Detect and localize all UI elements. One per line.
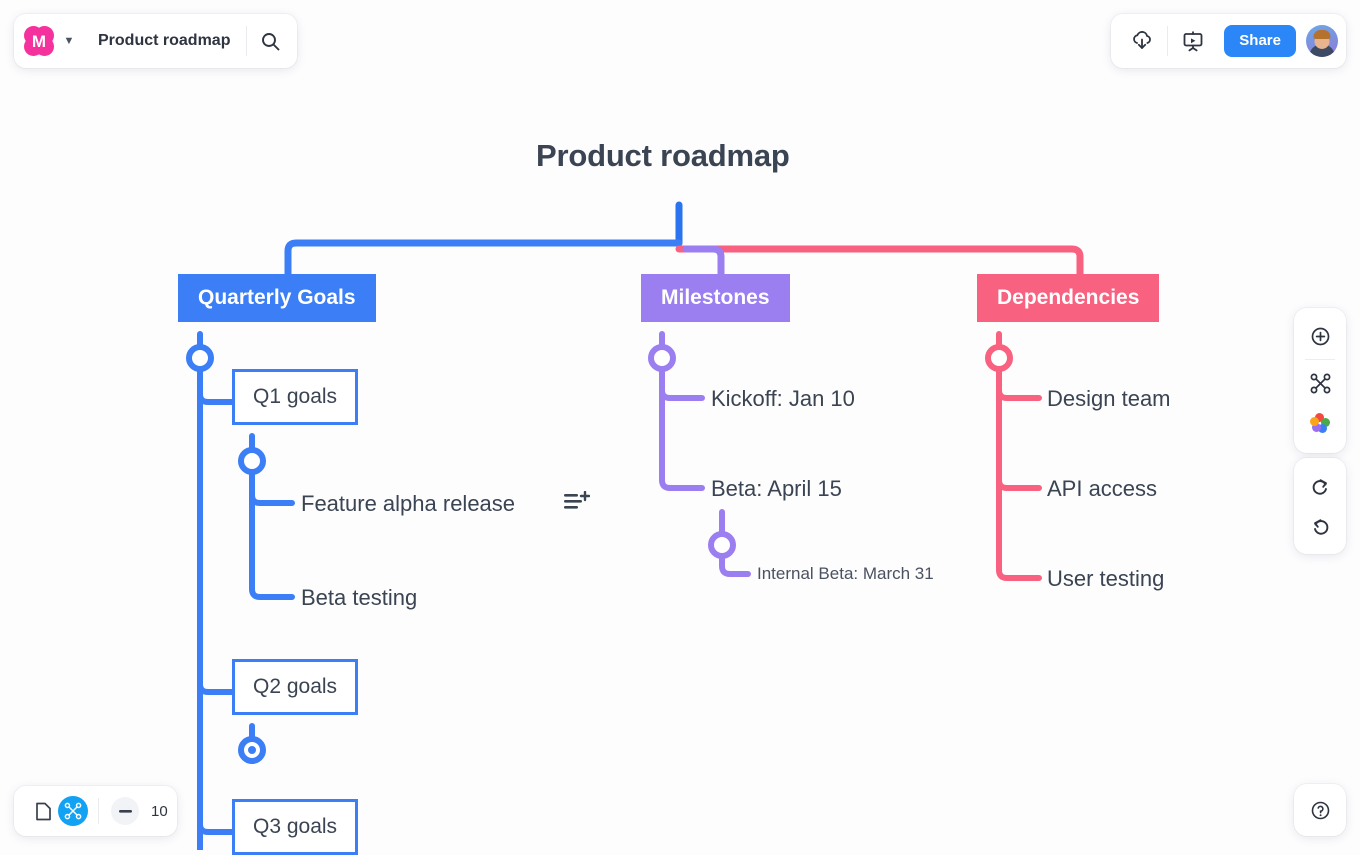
node-beta-testing[interactable]: Beta testing: [301, 585, 418, 610]
node-api-access[interactable]: API access: [1047, 476, 1158, 501]
app-toolbar: M ▼ Product roadmap: [14, 14, 298, 68]
branch-node-dependencies[interactable]: Dependencies: [977, 274, 1160, 323]
search-icon[interactable]: [247, 18, 293, 64]
collapse-toggle-dependencies[interactable]: [985, 344, 1013, 372]
right-toolbar-history: [1294, 458, 1346, 554]
divider: [1305, 359, 1335, 360]
undo-arrow-icon[interactable]: [1300, 506, 1340, 546]
zoom-level-value[interactable]: 10: [151, 802, 168, 820]
collapse-toggle-beta-april[interactable]: [708, 531, 736, 559]
node-q3-goals[interactable]: Q3 goals: [232, 799, 359, 855]
divider: [246, 26, 248, 56]
node-feature-alpha-release[interactable]: Feature alpha release: [301, 491, 516, 516]
top-right-toolbar: Share: [1111, 14, 1346, 68]
plus-circle-icon[interactable]: [1300, 316, 1340, 356]
mindmap-node-icon[interactable]: [58, 796, 88, 826]
logo-letter: M: [31, 31, 47, 51]
node-design-team[interactable]: Design team: [1047, 386, 1171, 411]
add-note-icon[interactable]: [564, 491, 590, 513]
page-outline-icon[interactable]: [28, 796, 58, 826]
presentation-play-icon[interactable]: [1170, 18, 1216, 64]
node-user-testing[interactable]: User testing: [1047, 566, 1165, 591]
cloud-download-icon[interactable]: [1119, 18, 1165, 64]
node-internal-beta-march-31[interactable]: Internal Beta: March 31: [757, 564, 934, 583]
document-title[interactable]: Product roadmap: [98, 32, 231, 49]
root-node[interactable]: Product roadmap: [536, 138, 790, 173]
branch-node-quarterly-goals[interactable]: Quarterly Goals: [178, 274, 376, 323]
bottom-status-bar: 10: [14, 786, 177, 836]
chevron-down-icon[interactable]: ▼: [63, 35, 75, 47]
node-beta-april-15[interactable]: Beta: April 15: [711, 476, 842, 501]
node-kickoff-jan-10[interactable]: Kickoff: Jan 10: [711, 386, 855, 411]
collapse-toggle-milestones[interactable]: [648, 344, 676, 372]
app-logo-icon[interactable]: M: [24, 26, 54, 56]
redo-arrow-icon[interactable]: [1300, 466, 1340, 506]
divider: [1167, 26, 1169, 56]
collapse-toggle-quarterly[interactable]: [186, 344, 214, 372]
user-avatar[interactable]: [1306, 25, 1338, 57]
node-q2-goals[interactable]: Q2 goals: [232, 659, 359, 716]
zoom-out-button[interactable]: [111, 797, 139, 825]
divider: [98, 798, 99, 824]
collapsed-dot: [248, 746, 256, 754]
branch-node-milestones[interactable]: Milestones: [641, 274, 790, 323]
node-q1-goals[interactable]: Q1 goals: [232, 369, 359, 426]
help-button[interactable]: [1294, 784, 1346, 836]
share-button[interactable]: Share: [1224, 25, 1296, 57]
node-layout-icon[interactable]: [1300, 363, 1340, 403]
color-flower-icon[interactable]: [1300, 403, 1340, 443]
collapse-toggle-q1[interactable]: [238, 447, 266, 475]
right-toolbar-primary: [1294, 308, 1346, 453]
